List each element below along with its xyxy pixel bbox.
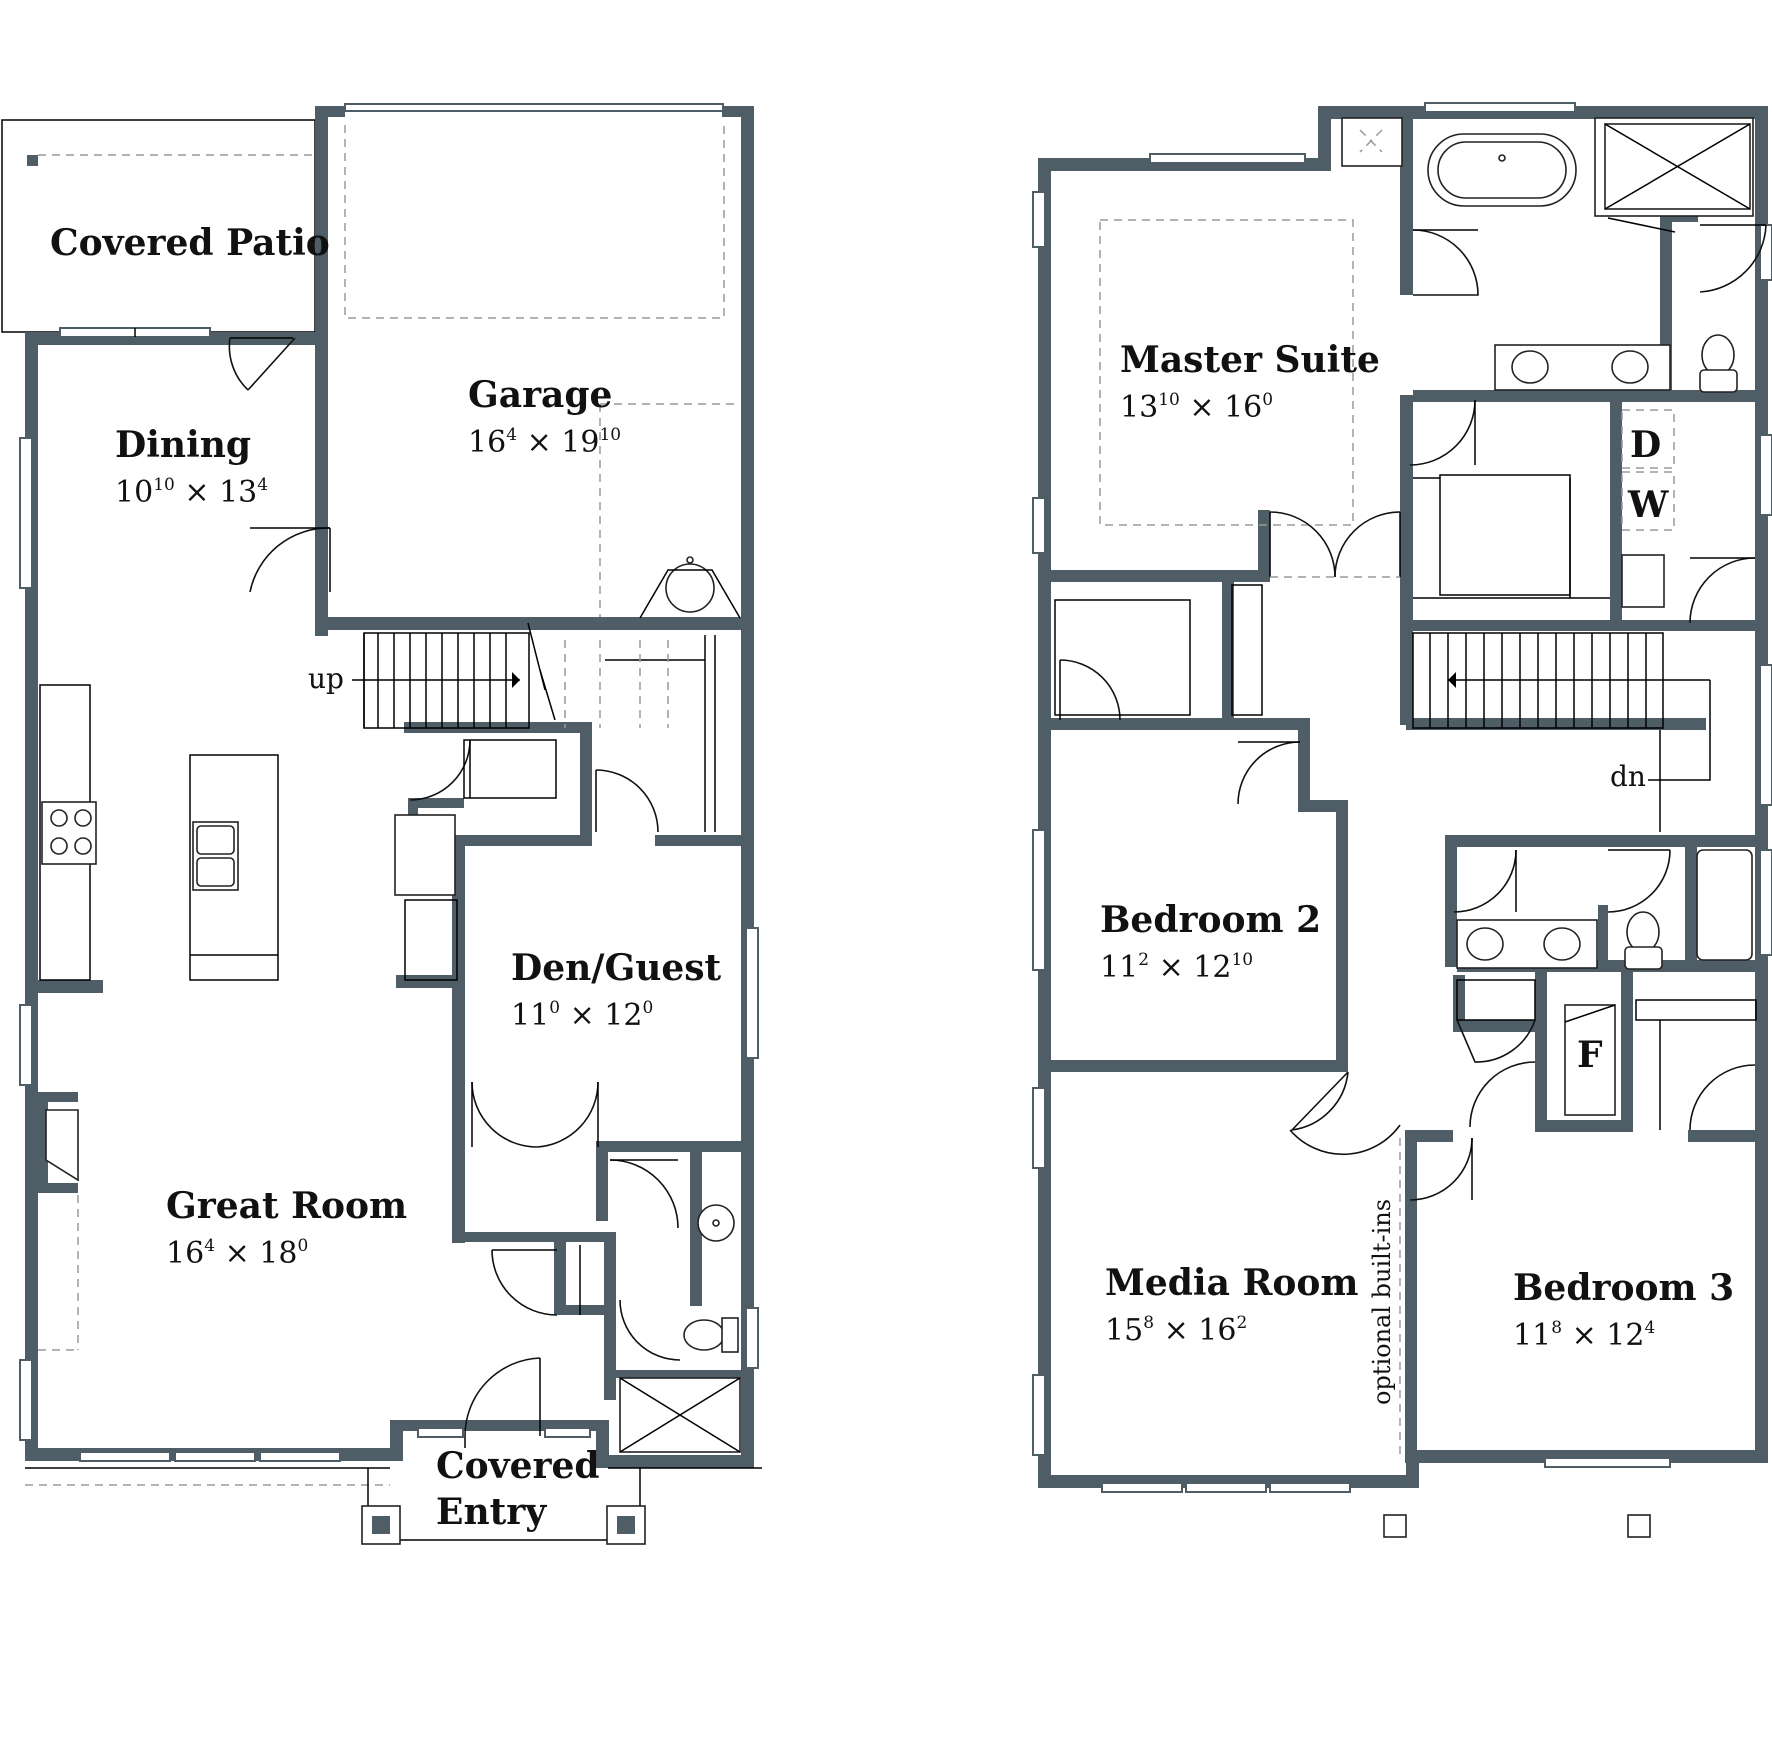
post-icon bbox=[1627, 1514, 1651, 1538]
walk-in-closet bbox=[1439, 474, 1571, 596]
laundry bbox=[1621, 409, 1756, 624]
sink-icon bbox=[1466, 927, 1504, 961]
ground-exterior-walls bbox=[25, 106, 754, 1468]
fireplace-icon bbox=[45, 1109, 79, 1182]
covered-patio-label: Covered Patio bbox=[50, 222, 330, 264]
den-guest-label: Den/Guest bbox=[511, 947, 722, 989]
laundry-sink-icon bbox=[1621, 554, 1665, 608]
bedroom-2-dimensions: 112 × 1210 bbox=[1100, 950, 1253, 985]
bathtub-icon bbox=[1696, 849, 1753, 961]
garage-door bbox=[344, 103, 724, 112]
dining-dimensions: 1010 × 134 bbox=[115, 475, 268, 510]
dryer-label: D bbox=[1630, 424, 1661, 466]
bedroom-2-label: Bedroom 2 bbox=[1100, 899, 1321, 941]
ground-floor: Covered Patio Garage 164 × 1910 Dining 1… bbox=[1, 103, 762, 1545]
furnace-closet bbox=[1564, 1004, 1616, 1116]
toilet-icon bbox=[1626, 911, 1660, 953]
upper-floor: Master Suite 1310 × 160 D W dn Bedroom 2… bbox=[1032, 102, 1772, 1538]
garage-label: Garage bbox=[468, 374, 612, 416]
media-room-dimensions: 158 × 162 bbox=[1105, 1313, 1247, 1348]
sink-icon bbox=[1511, 350, 1549, 384]
den-guest-dimensions: 110 × 120 bbox=[511, 998, 653, 1033]
fridge-icon bbox=[394, 814, 456, 896]
covered-entry-label-line2: Entry bbox=[436, 1491, 547, 1533]
water-heater-icon bbox=[665, 563, 715, 613]
stairs-down-label: dn bbox=[1610, 760, 1646, 793]
sink-icon bbox=[1543, 927, 1581, 961]
master-suite-dimensions: 1310 × 160 bbox=[1120, 390, 1273, 425]
media-room-label: Media Room bbox=[1105, 1262, 1359, 1304]
ground-bath bbox=[609, 1159, 741, 1453]
upper-stairs bbox=[1412, 632, 1711, 832]
toilet-icon bbox=[1701, 334, 1735, 376]
bedroom-3-label: Bedroom 3 bbox=[1513, 1267, 1734, 1309]
ground-interior-walls bbox=[38, 722, 746, 1400]
covered-entry-label-line1: Covered bbox=[436, 1445, 600, 1487]
hall-bath bbox=[1453, 849, 1753, 970]
kitchen-island bbox=[189, 754, 279, 981]
toilet-icon bbox=[683, 1319, 725, 1351]
garage-dimensions: 164 × 1910 bbox=[468, 425, 621, 460]
sink-icon bbox=[1611, 350, 1649, 384]
washer-label: W bbox=[1627, 484, 1669, 526]
patio-post-icon bbox=[27, 155, 38, 166]
optional-builtins-note: optional built-ins bbox=[1368, 1199, 1396, 1405]
master-bath bbox=[1341, 117, 1767, 599]
upper-interior-walls bbox=[1038, 110, 1768, 1463]
post-icon bbox=[1383, 1514, 1407, 1538]
great-room-dimensions: 164 × 180 bbox=[166, 1236, 308, 1271]
master-suite-label: Master Suite bbox=[1120, 339, 1380, 381]
great-room-label: Great Room bbox=[166, 1185, 407, 1227]
furnace-label: F bbox=[1577, 1034, 1603, 1076]
dining-label: Dining bbox=[115, 424, 251, 466]
kitchen bbox=[39, 684, 458, 981]
stairs-up-label: up bbox=[308, 662, 344, 695]
bedroom-3-dimensions: 118 × 124 bbox=[1513, 1318, 1655, 1353]
ground-stairs bbox=[352, 622, 716, 832]
